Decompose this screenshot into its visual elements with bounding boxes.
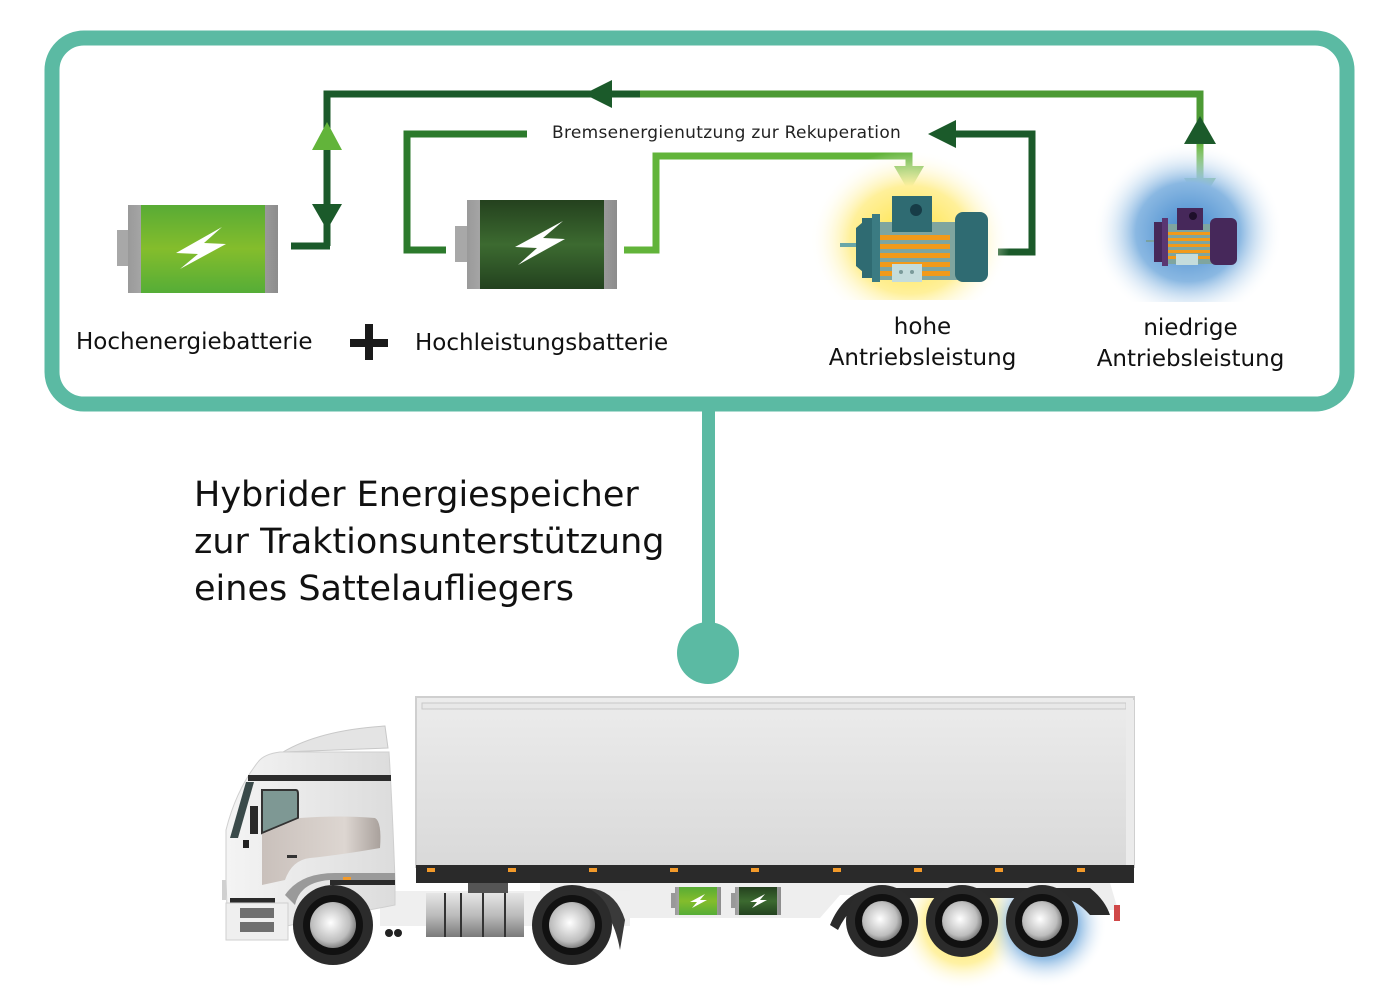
wheel: [532, 885, 612, 965]
battery-bolt-icon: [117, 205, 278, 293]
diagram-frame: [44, 30, 1355, 412]
connector-line: [702, 404, 715, 654]
arrowhead-recup-left: [928, 120, 956, 148]
wheel: [926, 885, 998, 957]
arrow-top-dark: [323, 90, 640, 246]
plus-icon: [350, 324, 388, 360]
electric-motor-icon: [810, 150, 1010, 330]
arrowhead-hebatt-down: [312, 204, 342, 230]
arrowhead-motor2-up: [1184, 116, 1216, 144]
title-line-2: zur Traktionsunterstützung: [194, 522, 665, 562]
high-drive-power-label: hohe Antriebsleistung: [820, 312, 1025, 374]
wheel: [846, 885, 918, 957]
semi-truck-icon: [222, 696, 1135, 990]
arrow-recup-left: [403, 130, 527, 254]
arrowhead-top-left: [584, 80, 612, 108]
wheel: [1006, 885, 1078, 957]
battery-bolt-icon: [731, 887, 781, 915]
page-title: Hybrider Energiespeicher zur Traktionsun…: [194, 472, 665, 613]
arrow-motor-recup: [950, 130, 1036, 256]
battery-bolt-icon: [455, 200, 617, 289]
high-energy-battery-label: Hochenergiebatterie: [76, 329, 313, 355]
battery-bolt-icon: [671, 887, 721, 915]
title-line-1: Hybrider Energiespeicher: [194, 475, 639, 515]
electric-motor-icon: [1090, 142, 1290, 332]
recuperation-caption: Bremsenergienutzung zur Rekuperation: [552, 123, 902, 143]
connector-dot: [677, 622, 739, 684]
wheel: [293, 885, 373, 965]
low-drive-power-line2: Antriebsleistung: [1096, 346, 1285, 372]
low-drive-power-line1: niedrige: [1143, 315, 1238, 341]
arrowhead-hebatt-up: [312, 122, 342, 150]
title-line-3: eines Sattelaufliegers: [194, 569, 575, 609]
high-drive-power-line2: Antriebsleistung: [828, 345, 1017, 371]
high-power-battery-label: Hochleistungsbatterie: [415, 330, 669, 356]
low-drive-power-label: niedrige Antriebsleistung: [1088, 313, 1293, 375]
high-drive-power-line1: hohe: [893, 314, 952, 340]
